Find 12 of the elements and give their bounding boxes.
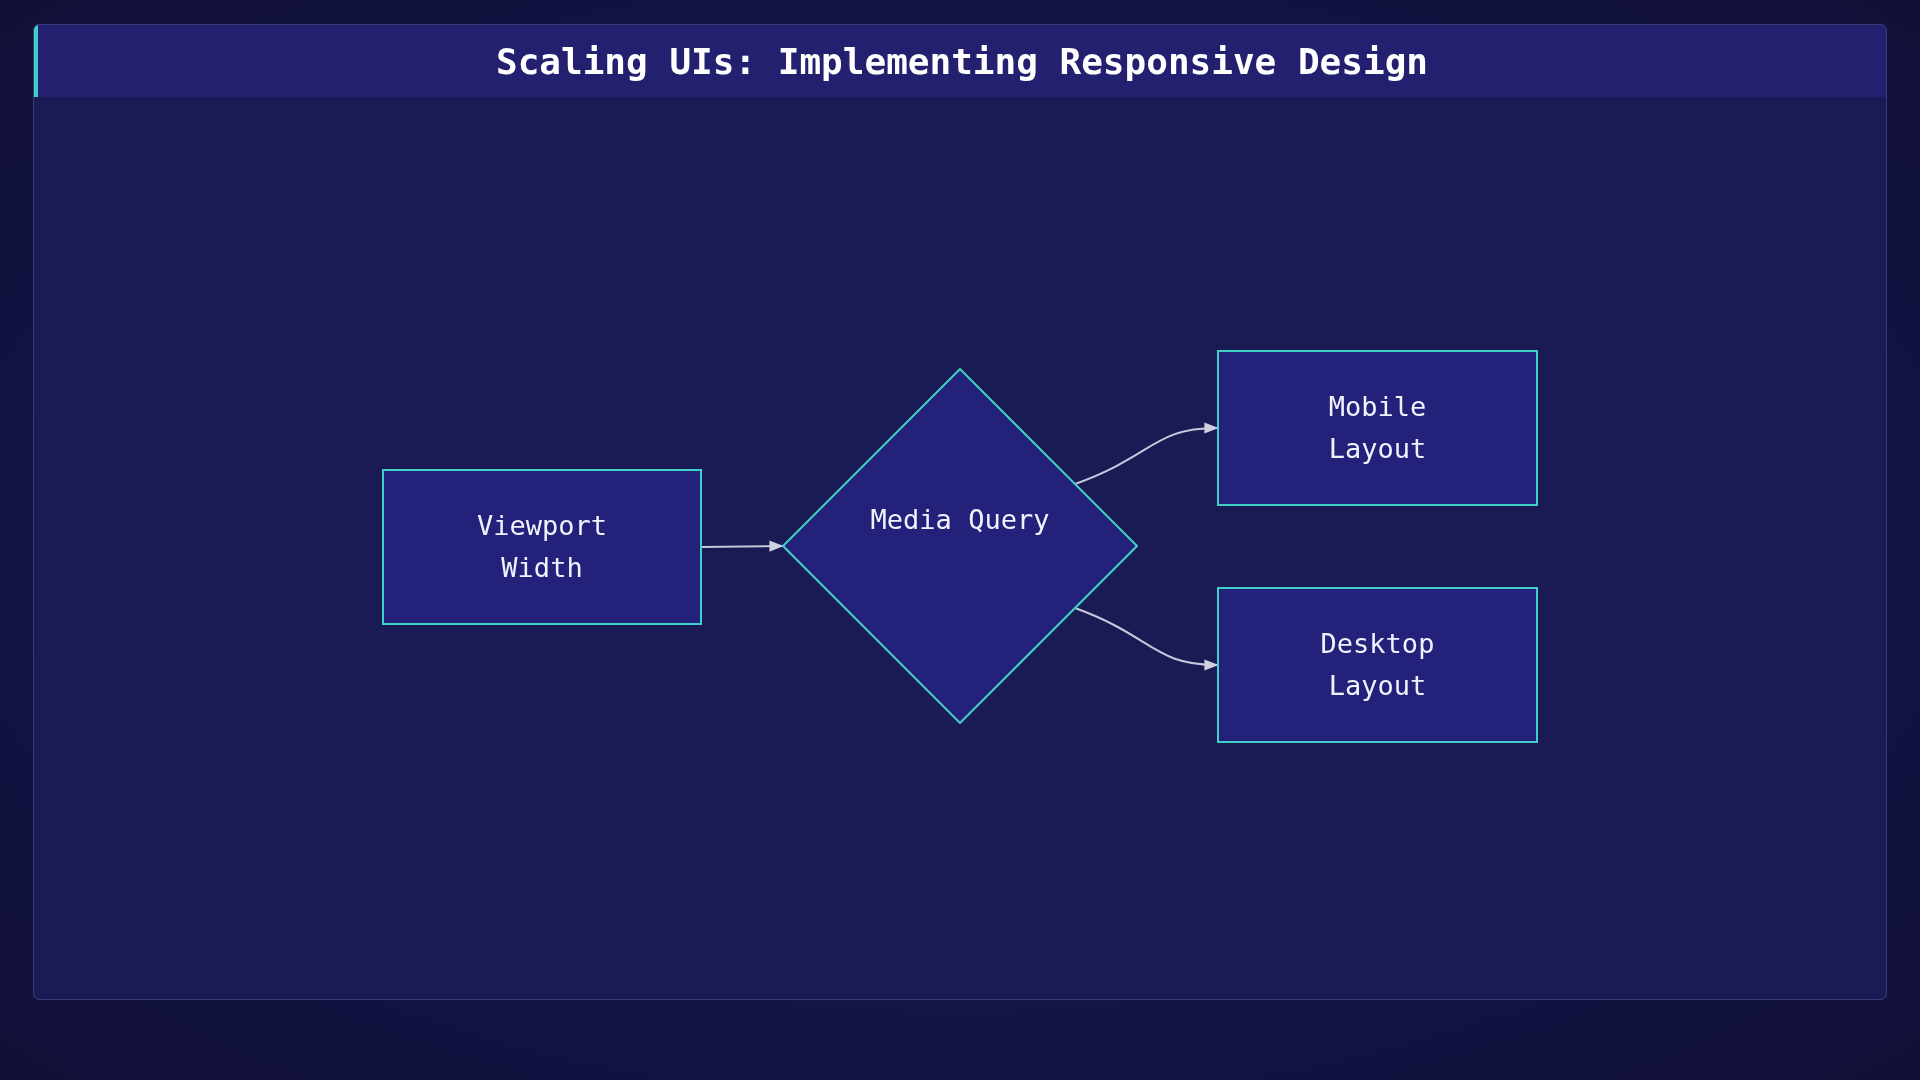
arrow: [1074, 422, 1219, 485]
node-label: Desktop Layout: [1319, 627, 1436, 703]
process-box: [1217, 350, 1538, 506]
node-label: Viewport Width: [475, 509, 608, 585]
node-label: Mobile Layout: [1327, 390, 1428, 466]
arrow: [1074, 607, 1219, 671]
arrow: [701, 540, 784, 552]
process-box: [1217, 587, 1538, 743]
title: Scaling UIs: Implementing Responsive Design: [496, 40, 1428, 82]
process-box: [382, 469, 702, 625]
node-label: Media Query: [870, 503, 1050, 537]
decision-diamond: [782, 368, 1138, 724]
